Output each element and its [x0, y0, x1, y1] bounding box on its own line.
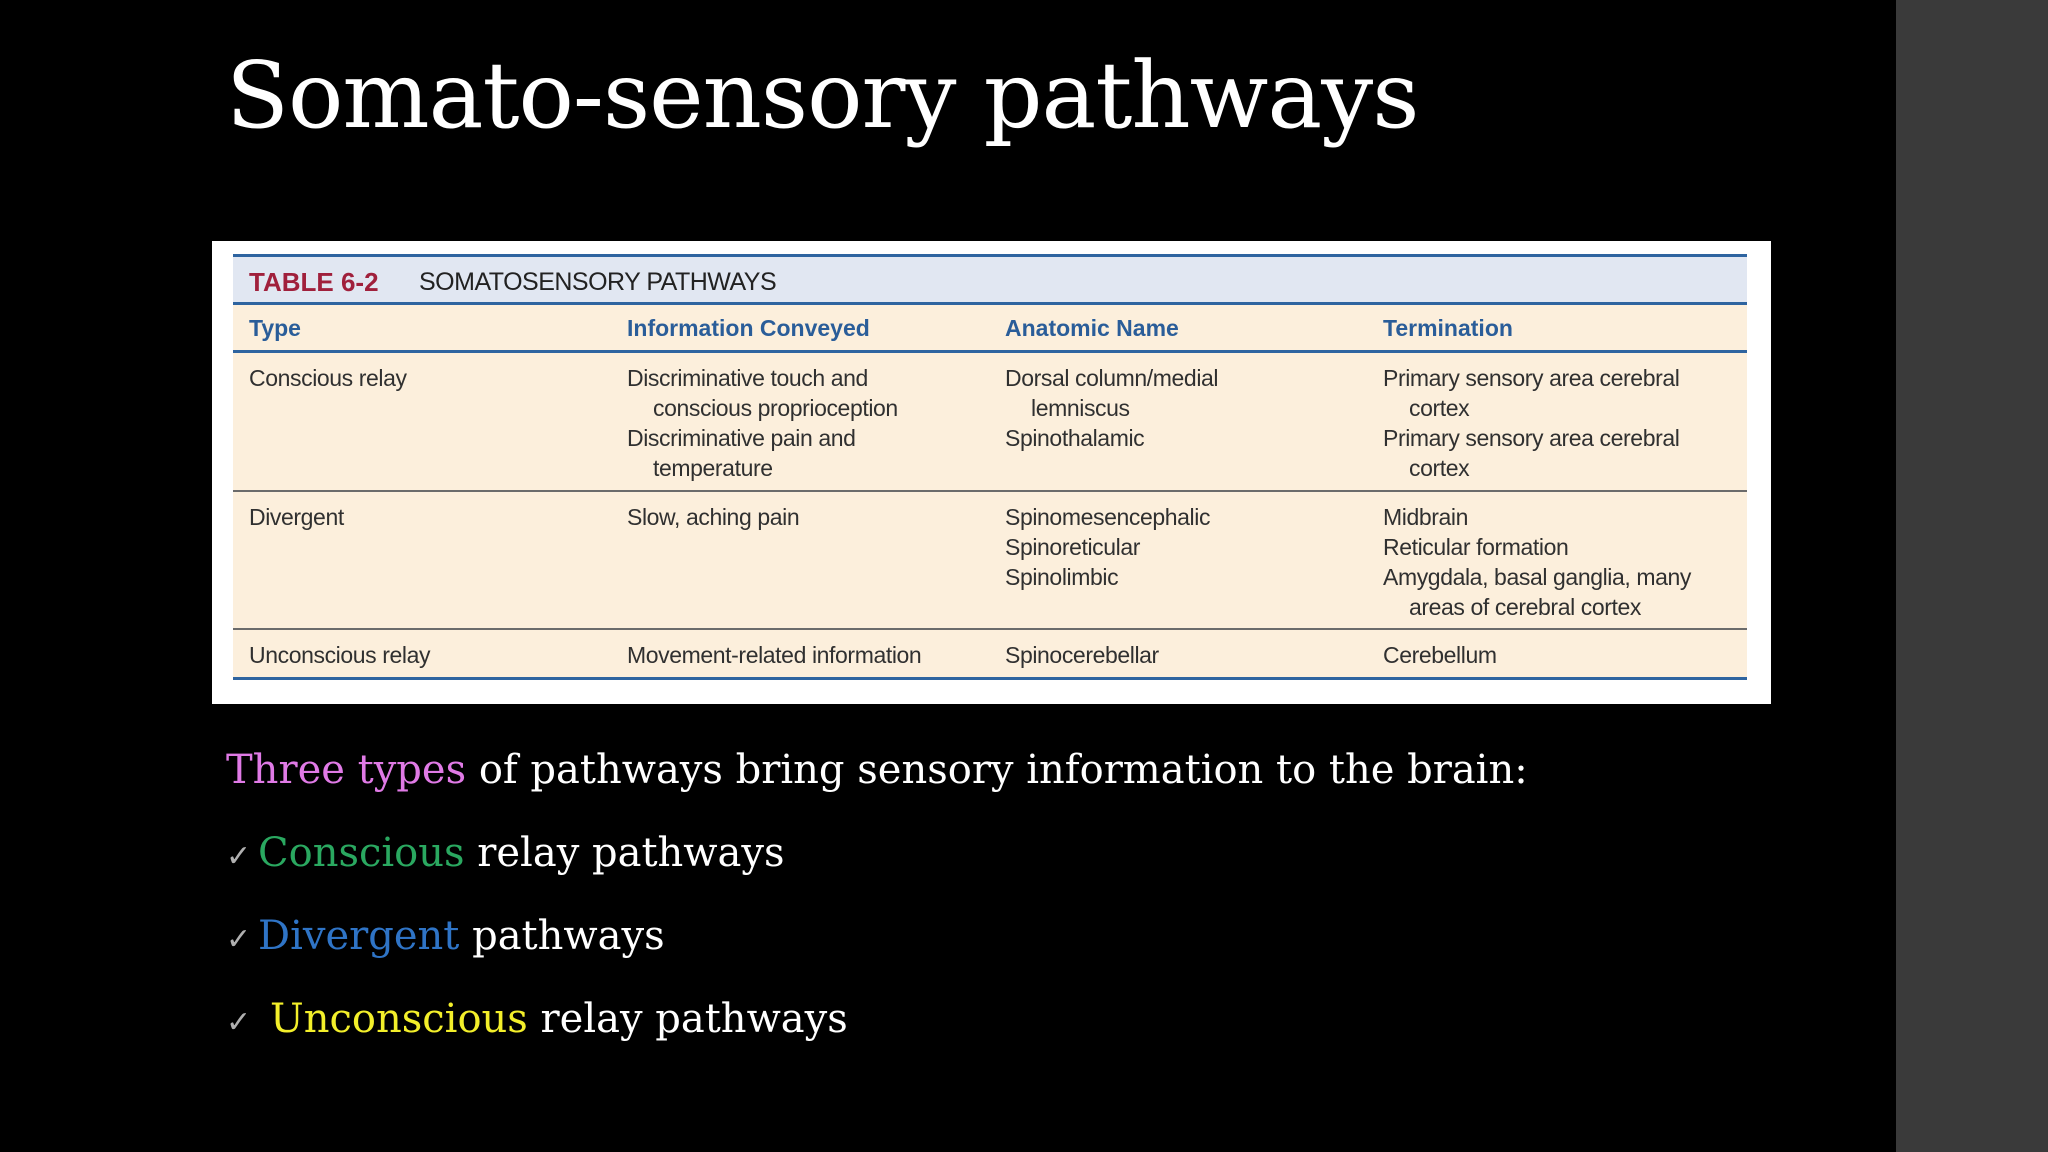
- cell-anatomic-name: Spinomesencephalic Spinoreticular Spinol…: [1005, 502, 1210, 592]
- bullet-highlight: Unconscious: [270, 996, 528, 1042]
- cell-line: Midbrain: [1383, 504, 1469, 530]
- header-anatomic-name: Anatomic Name: [1005, 315, 1179, 341]
- bullet-text: relay pathways: [464, 830, 785, 876]
- cell-line: Spinoreticular: [1005, 534, 1141, 560]
- bullet-item-divergent: ✓Divergent pathways: [226, 910, 665, 966]
- cell-line: Spinocerebellar: [1005, 642, 1159, 668]
- bullet-text: relay pathways: [527, 996, 848, 1042]
- cell-type: Divergent: [249, 502, 344, 532]
- slide-title: Somato-sensory pathways: [226, 42, 1419, 149]
- bullet-highlight: Conscious: [258, 830, 465, 876]
- table-number: TABLE 6-2: [249, 267, 379, 297]
- intro-line: Three types of pathways bring sensory in…: [226, 744, 1528, 796]
- cell-line: Discriminative pain and: [627, 425, 856, 451]
- header-information-conveyed: Information Conveyed: [627, 315, 870, 341]
- cell-termination: Midbrain Reticular formation Amygdala, b…: [1383, 502, 1691, 622]
- table-row: Unconscious relay Movement-related infor…: [233, 630, 1747, 680]
- cell-line: cortex: [1409, 455, 1470, 481]
- cell-information: Movement-related information: [627, 640, 922, 670]
- cell-line: temperature: [653, 455, 773, 481]
- cell-information: Slow, aching pain: [627, 502, 800, 532]
- cell-line: Conscious relay: [249, 365, 407, 391]
- table-caption: TABLE 6-2 SOMATOSENSORY PATHWAYS: [233, 257, 1747, 305]
- cell-line: lemniscus: [1031, 395, 1130, 421]
- cell-line: Unconscious relay: [249, 642, 431, 668]
- header-termination: Termination: [1383, 315, 1513, 341]
- cell-line: cortex: [1409, 395, 1470, 421]
- checkmark-icon: ✓: [226, 1005, 252, 1040]
- cell-line: Spinothalamic: [1005, 425, 1145, 451]
- intro-highlight: Three types: [226, 747, 467, 793]
- cell-type: Conscious relay: [249, 363, 407, 393]
- cell-line: Movement-related information: [627, 642, 922, 668]
- checkmark-icon: ✓: [226, 839, 252, 874]
- cell-line: Cerebellum: [1383, 642, 1497, 668]
- checkmark-icon: ✓: [226, 922, 252, 957]
- intro-text: of pathways bring sensory information to…: [466, 747, 1528, 793]
- header-type: Type: [249, 315, 301, 341]
- cell-information: Discriminative touch and conscious propr…: [627, 363, 898, 483]
- cell-line: Slow, aching pain: [627, 504, 800, 530]
- cell-anatomic-name: Spinocerebellar: [1005, 640, 1159, 670]
- somatosensory-table: TABLE 6-2 SOMATOSENSORY PATHWAYS Type In…: [233, 254, 1747, 680]
- cell-termination: Primary sensory area cerebral cortex Pri…: [1383, 363, 1680, 483]
- bullet-highlight: Divergent: [258, 913, 460, 959]
- cell-type: Unconscious relay: [249, 640, 431, 670]
- slide: Somato-sensory pathways TABLE 6-2 SOMATO…: [212, 42, 1771, 1049]
- bullet-item-unconscious: ✓ Unconscious relay pathways: [226, 993, 848, 1049]
- table-header-row: Type Information Conveyed Anatomic Name …: [233, 305, 1747, 353]
- cell-termination: Cerebellum: [1383, 640, 1497, 670]
- cell-line: Discriminative touch and: [627, 365, 868, 391]
- table-row: Divergent Slow, aching pain Spinomesence…: [233, 492, 1747, 630]
- cell-line: Spinomesencephalic: [1005, 504, 1211, 530]
- cell-line: Primary sensory area cerebral: [1383, 425, 1680, 451]
- bullet-item-conscious: ✓Conscious relay pathways: [226, 827, 785, 883]
- cell-line: Spinolimbic: [1005, 564, 1119, 590]
- table-caption-title: SOMATOSENSORY PATHWAYS: [419, 268, 777, 296]
- cell-anatomic-name: Dorsal column/medial lemniscus Spinothal…: [1005, 363, 1219, 453]
- cell-line: Primary sensory area cerebral: [1383, 365, 1680, 391]
- cell-line: Amygdala, basal ganglia, many: [1383, 564, 1692, 590]
- cell-line: Reticular formation: [1383, 534, 1569, 560]
- table-image: TABLE 6-2 SOMATOSENSORY PATHWAYS Type In…: [212, 241, 1771, 704]
- table-row: Conscious relay Discriminative touch and…: [233, 353, 1747, 492]
- cell-line: Divergent: [249, 504, 344, 530]
- cell-line: areas of cerebral cortex: [1409, 594, 1642, 620]
- cell-line: conscious proprioception: [653, 395, 898, 421]
- side-panel: [1896, 0, 2048, 1152]
- cell-line: Dorsal column/medial: [1005, 365, 1219, 391]
- bullet-text: pathways: [459, 913, 665, 959]
